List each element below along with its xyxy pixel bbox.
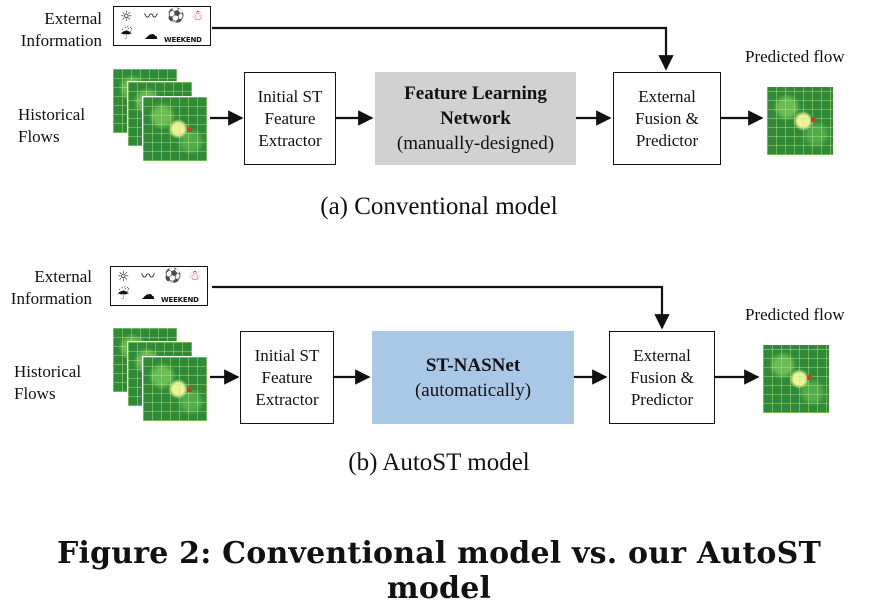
rain-icon: ☔ (117, 287, 130, 303)
external-icons-b: ☼ 〰 ⚽ ☃ ☔ ☁ WEEKEND (110, 266, 208, 306)
st-nasnet-title: ST-NASNet (425, 354, 521, 376)
historical-flows-label-b: Historical Flows (14, 362, 82, 403)
feature-learning-network-title: Feature Learning Network (404, 83, 547, 129)
historical-heatmap-a-3 (142, 96, 208, 162)
cloud-icon: ☁ (144, 27, 158, 43)
wind-icon: 〰 (144, 9, 158, 25)
soccer-ball-icon: ⚽ (167, 8, 185, 24)
external-icons-a: ☼ 〰 ⚽ ☃ ☔ ☁ WEEKEND (113, 6, 211, 46)
external-line-a (212, 26, 674, 71)
soccer-ball-icon: ⚽ (164, 268, 182, 284)
external-line-b (212, 285, 670, 330)
predicted-heatmap-b (762, 344, 830, 414)
historical-flows-label-a: Historical Flows (18, 105, 86, 146)
predicted-heatmap-a (766, 86, 834, 156)
rain-icon: ☔ (120, 27, 133, 43)
figure-caption: Figure 2: Conventional model vs. our Aut… (56, 536, 822, 606)
st-nasnet-sub: (automatically) (414, 379, 532, 401)
initial-st-extractor-a: Initial ST Feature Extractor (244, 72, 336, 165)
feature-learning-network: Feature Learning Network (manually-desig… (375, 72, 576, 165)
predicted-flow-label-b: Predicted flow (745, 305, 845, 324)
caption-b: (b) AutoST model (348, 449, 530, 476)
person-icon: ☃ (191, 8, 204, 24)
weekend-text: WEEKEND (161, 296, 199, 304)
predicted-flow-label-a: Predicted flow (745, 47, 845, 66)
cloud-icon: ☁ (141, 287, 155, 303)
external-fusion-predictor-a: External Fusion & Predictor (613, 72, 721, 165)
connector-arrows (210, 26, 764, 385)
wind-icon: 〰 (141, 269, 155, 285)
initial-st-extractor-b: Initial ST Feature Extractor (240, 331, 334, 424)
weekend-text: WEEKEND (164, 36, 202, 44)
caption-a: (a) Conventional model (320, 193, 558, 220)
sun-icon: ☼ (120, 9, 133, 25)
external-information-label-a: External Information (20, 9, 102, 50)
feature-learning-network-sub: (manually-designed) (396, 133, 555, 154)
person-icon: ☃ (188, 268, 201, 284)
sun-icon: ☼ (117, 269, 130, 285)
external-fusion-predictor-b: External Fusion & Predictor (609, 331, 715, 424)
st-nasnet: ST-NASNet (automatically) (372, 331, 574, 424)
historical-heatmap-b-3 (142, 356, 208, 422)
external-information-label-b: External Information (10, 267, 92, 308)
